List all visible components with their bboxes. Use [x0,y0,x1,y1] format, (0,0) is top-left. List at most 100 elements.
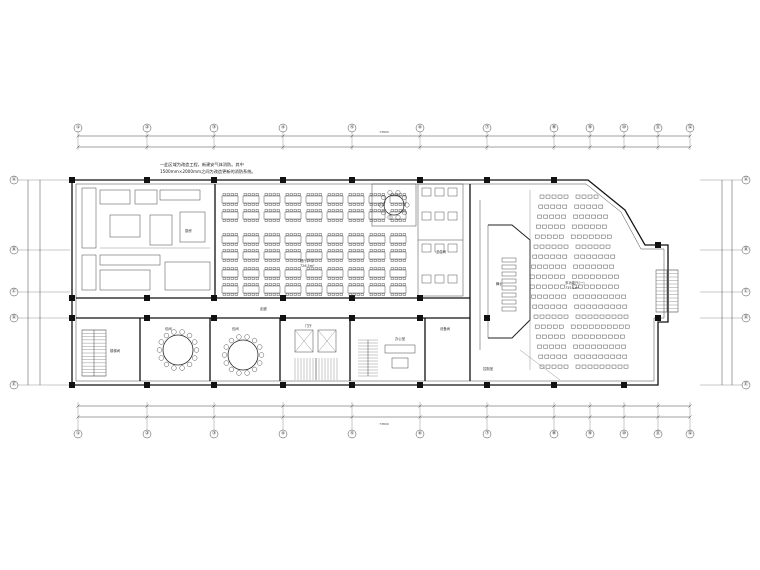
chair [243,209,247,212]
chair [394,219,398,222]
chair [394,209,398,212]
chair [377,267,381,270]
column [69,177,75,183]
auditorium-seat [623,364,629,369]
chair [327,283,331,286]
chair [356,293,360,296]
auditorium-seat [593,364,599,369]
chair [255,193,259,196]
dining-table [221,195,239,204]
auditorium-seat [615,294,620,299]
chair [251,366,258,373]
vip-round-tables-bottom [156,329,265,376]
chair [297,193,301,196]
stage-seat [501,306,517,312]
auditorium-seat [531,264,536,269]
chair [377,219,381,222]
chair [228,366,235,373]
chair [293,243,297,246]
chair [360,267,364,270]
chair [310,249,314,252]
chair [234,209,238,212]
chair [339,259,343,262]
dining-table [389,269,407,278]
chair [369,209,373,212]
auditorium-seat [597,344,602,349]
chair [264,283,268,286]
toilet-fixtures [421,187,458,284]
auditorium-seat [596,334,601,339]
auditorium-seat [611,314,617,319]
chair [297,267,301,270]
chair [268,209,272,212]
chair [327,293,331,296]
chair [268,277,272,280]
dining-table [368,235,386,244]
chair [268,293,272,296]
auditorium-seat [612,324,618,329]
chair [373,283,377,286]
chair [230,277,234,280]
chair [230,209,234,212]
auditorium-seat [542,334,547,339]
column [349,177,355,183]
dining-table [326,285,344,294]
chair [243,243,247,246]
chair [378,202,384,208]
chair [402,194,407,200]
chair [276,203,280,206]
chair [243,259,247,262]
chair [222,243,226,246]
chair [223,344,229,350]
stair-right [655,269,679,313]
chair [318,259,322,262]
chair [285,233,289,236]
auditorium-seat [617,364,623,369]
chair [306,293,310,296]
chair [356,277,360,280]
auditorium-seat [614,274,619,279]
chair [293,249,297,252]
dining-table [284,285,302,294]
chair [236,334,242,340]
chair [243,233,247,236]
chair [251,209,255,212]
chair [373,219,377,222]
chair [163,332,170,339]
chair [171,365,177,371]
auditorium-seat [598,204,604,209]
chair [264,203,268,206]
chair [222,249,226,252]
chair [306,277,310,280]
chair [193,347,200,353]
grid-label: ① [76,431,80,437]
chair [394,259,398,262]
auditorium-seat [562,354,568,359]
dining-table [368,195,386,204]
auditorium-seat [570,324,576,329]
chair [247,259,251,262]
chair [306,259,310,262]
auditorium-seat [548,274,553,279]
chair [310,267,314,270]
dining-table [347,235,365,244]
chair [404,202,410,208]
auditorium-seat [530,284,535,289]
chair [335,277,339,280]
grid-label: ③ [212,431,216,437]
chair [327,193,331,196]
auditorium-seat [549,294,554,299]
chair [381,219,385,222]
column [69,315,75,321]
stage-seat [501,299,517,305]
chair [293,203,297,206]
dining-table [284,211,302,220]
auditorium-seat [592,254,598,259]
chair [369,203,373,206]
auditorium-seat [591,294,596,299]
auditorium-seat [560,274,565,279]
auditorium-seat [556,354,562,359]
chair [293,277,297,280]
grid-label: Ⓑ [12,246,17,253]
chair [339,219,343,222]
